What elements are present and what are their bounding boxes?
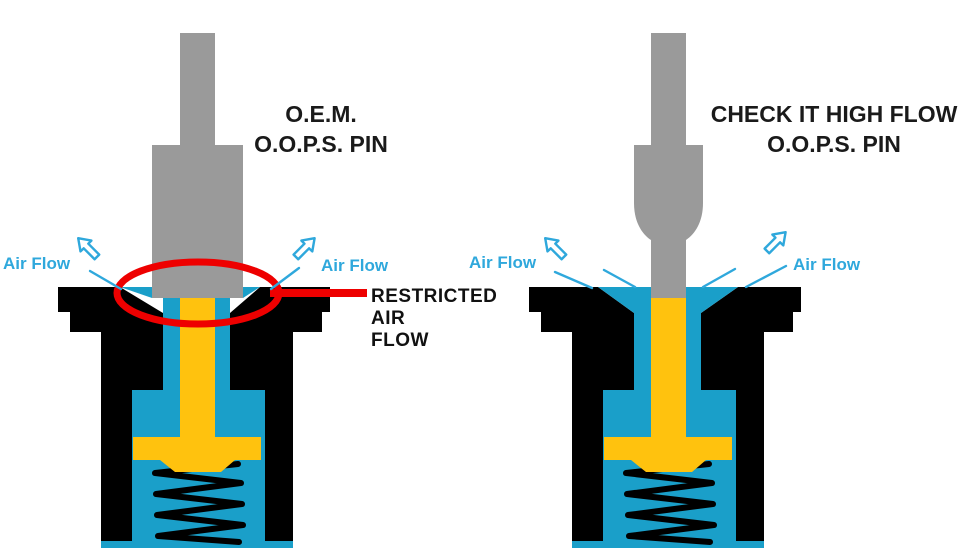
- high-flow-airflow-label-left: Air Flow: [469, 253, 537, 272]
- high-flow-diagram: CHECK IT HIGH FLOW O.O.P.S. PIN Air Flow…: [469, 33, 958, 548]
- high-flow-spring: [623, 461, 717, 545]
- high-flow-airflow-label-right: Air Flow: [793, 255, 861, 274]
- high-flow-oops-pin: [634, 33, 703, 298]
- oem-title-line1: O.E.M.: [285, 101, 357, 127]
- oem-airflow-label-right: Air Flow: [321, 256, 389, 275]
- oem-poppet-pin: [133, 296, 261, 472]
- high-flow-airflow-line-right-inner: [701, 267, 737, 289]
- high-flow-airflow-line-right-outer: [744, 264, 788, 289]
- restriction-ellipse: [113, 258, 283, 328]
- high-flow-poppet-pin: [604, 296, 732, 472]
- oem-title-line2: O.O.P.S. PIN: [254, 131, 388, 157]
- restricted-air-flow-label-line2: AIR: [371, 308, 405, 329]
- arrow-up-right-icon: [292, 236, 316, 261]
- oem-oops-pin: [152, 33, 243, 298]
- high-flow-title-line1: CHECK IT HIGH FLOW: [711, 101, 958, 127]
- oem-spring: [152, 461, 246, 545]
- oem-diagram: O.E.M. O.O.P.S. PIN Air Flow Air Flow RE…: [3, 33, 497, 548]
- high-flow-airflow-line-left-inner: [602, 268, 637, 289]
- oem-airflow-line-right: [269, 266, 301, 291]
- high-flow-airflow-line-left-outer: [553, 270, 594, 290]
- high-flow-chamber-bottom-band: [572, 541, 764, 548]
- restricted-air-flow-label-line3: FLOW: [371, 330, 429, 351]
- oem-airflow-label-left: Air Flow: [3, 254, 71, 273]
- oem-airflow-line-left: [88, 269, 123, 291]
- restricted-air-flow-label-line1: RESTRICTED: [371, 286, 497, 307]
- arrow-up-left-icon: [543, 236, 568, 261]
- oem-chamber-bottom-band: [101, 541, 293, 548]
- arrow-up-right-icon: [763, 230, 787, 255]
- arrow-up-left-icon: [76, 236, 101, 261]
- high-flow-title-line2: O.O.P.S. PIN: [767, 131, 901, 157]
